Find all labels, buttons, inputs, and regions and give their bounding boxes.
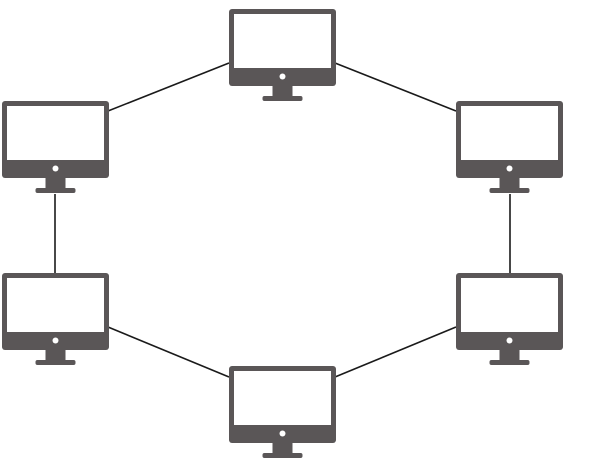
node-lower-right-desktop-monitor-icon: [456, 273, 563, 365]
link-top-to-upper-right: [334, 62, 457, 112]
network-nodes: [2, 9, 563, 458]
node-upper-left-desktop-monitor-icon: [2, 101, 109, 193]
link-bottom-to-lower-left: [107, 326, 230, 378]
network-links: [54, 62, 511, 378]
node-upper-right-desktop-monitor-icon: [456, 101, 563, 193]
node-bottom-desktop-monitor-icon: [229, 366, 336, 458]
link-upper-left-to-top: [107, 62, 230, 112]
node-lower-left-desktop-monitor-icon: [2, 273, 109, 365]
node-top-desktop-monitor-icon: [229, 9, 336, 101]
link-lower-right-to-bottom: [334, 326, 457, 378]
